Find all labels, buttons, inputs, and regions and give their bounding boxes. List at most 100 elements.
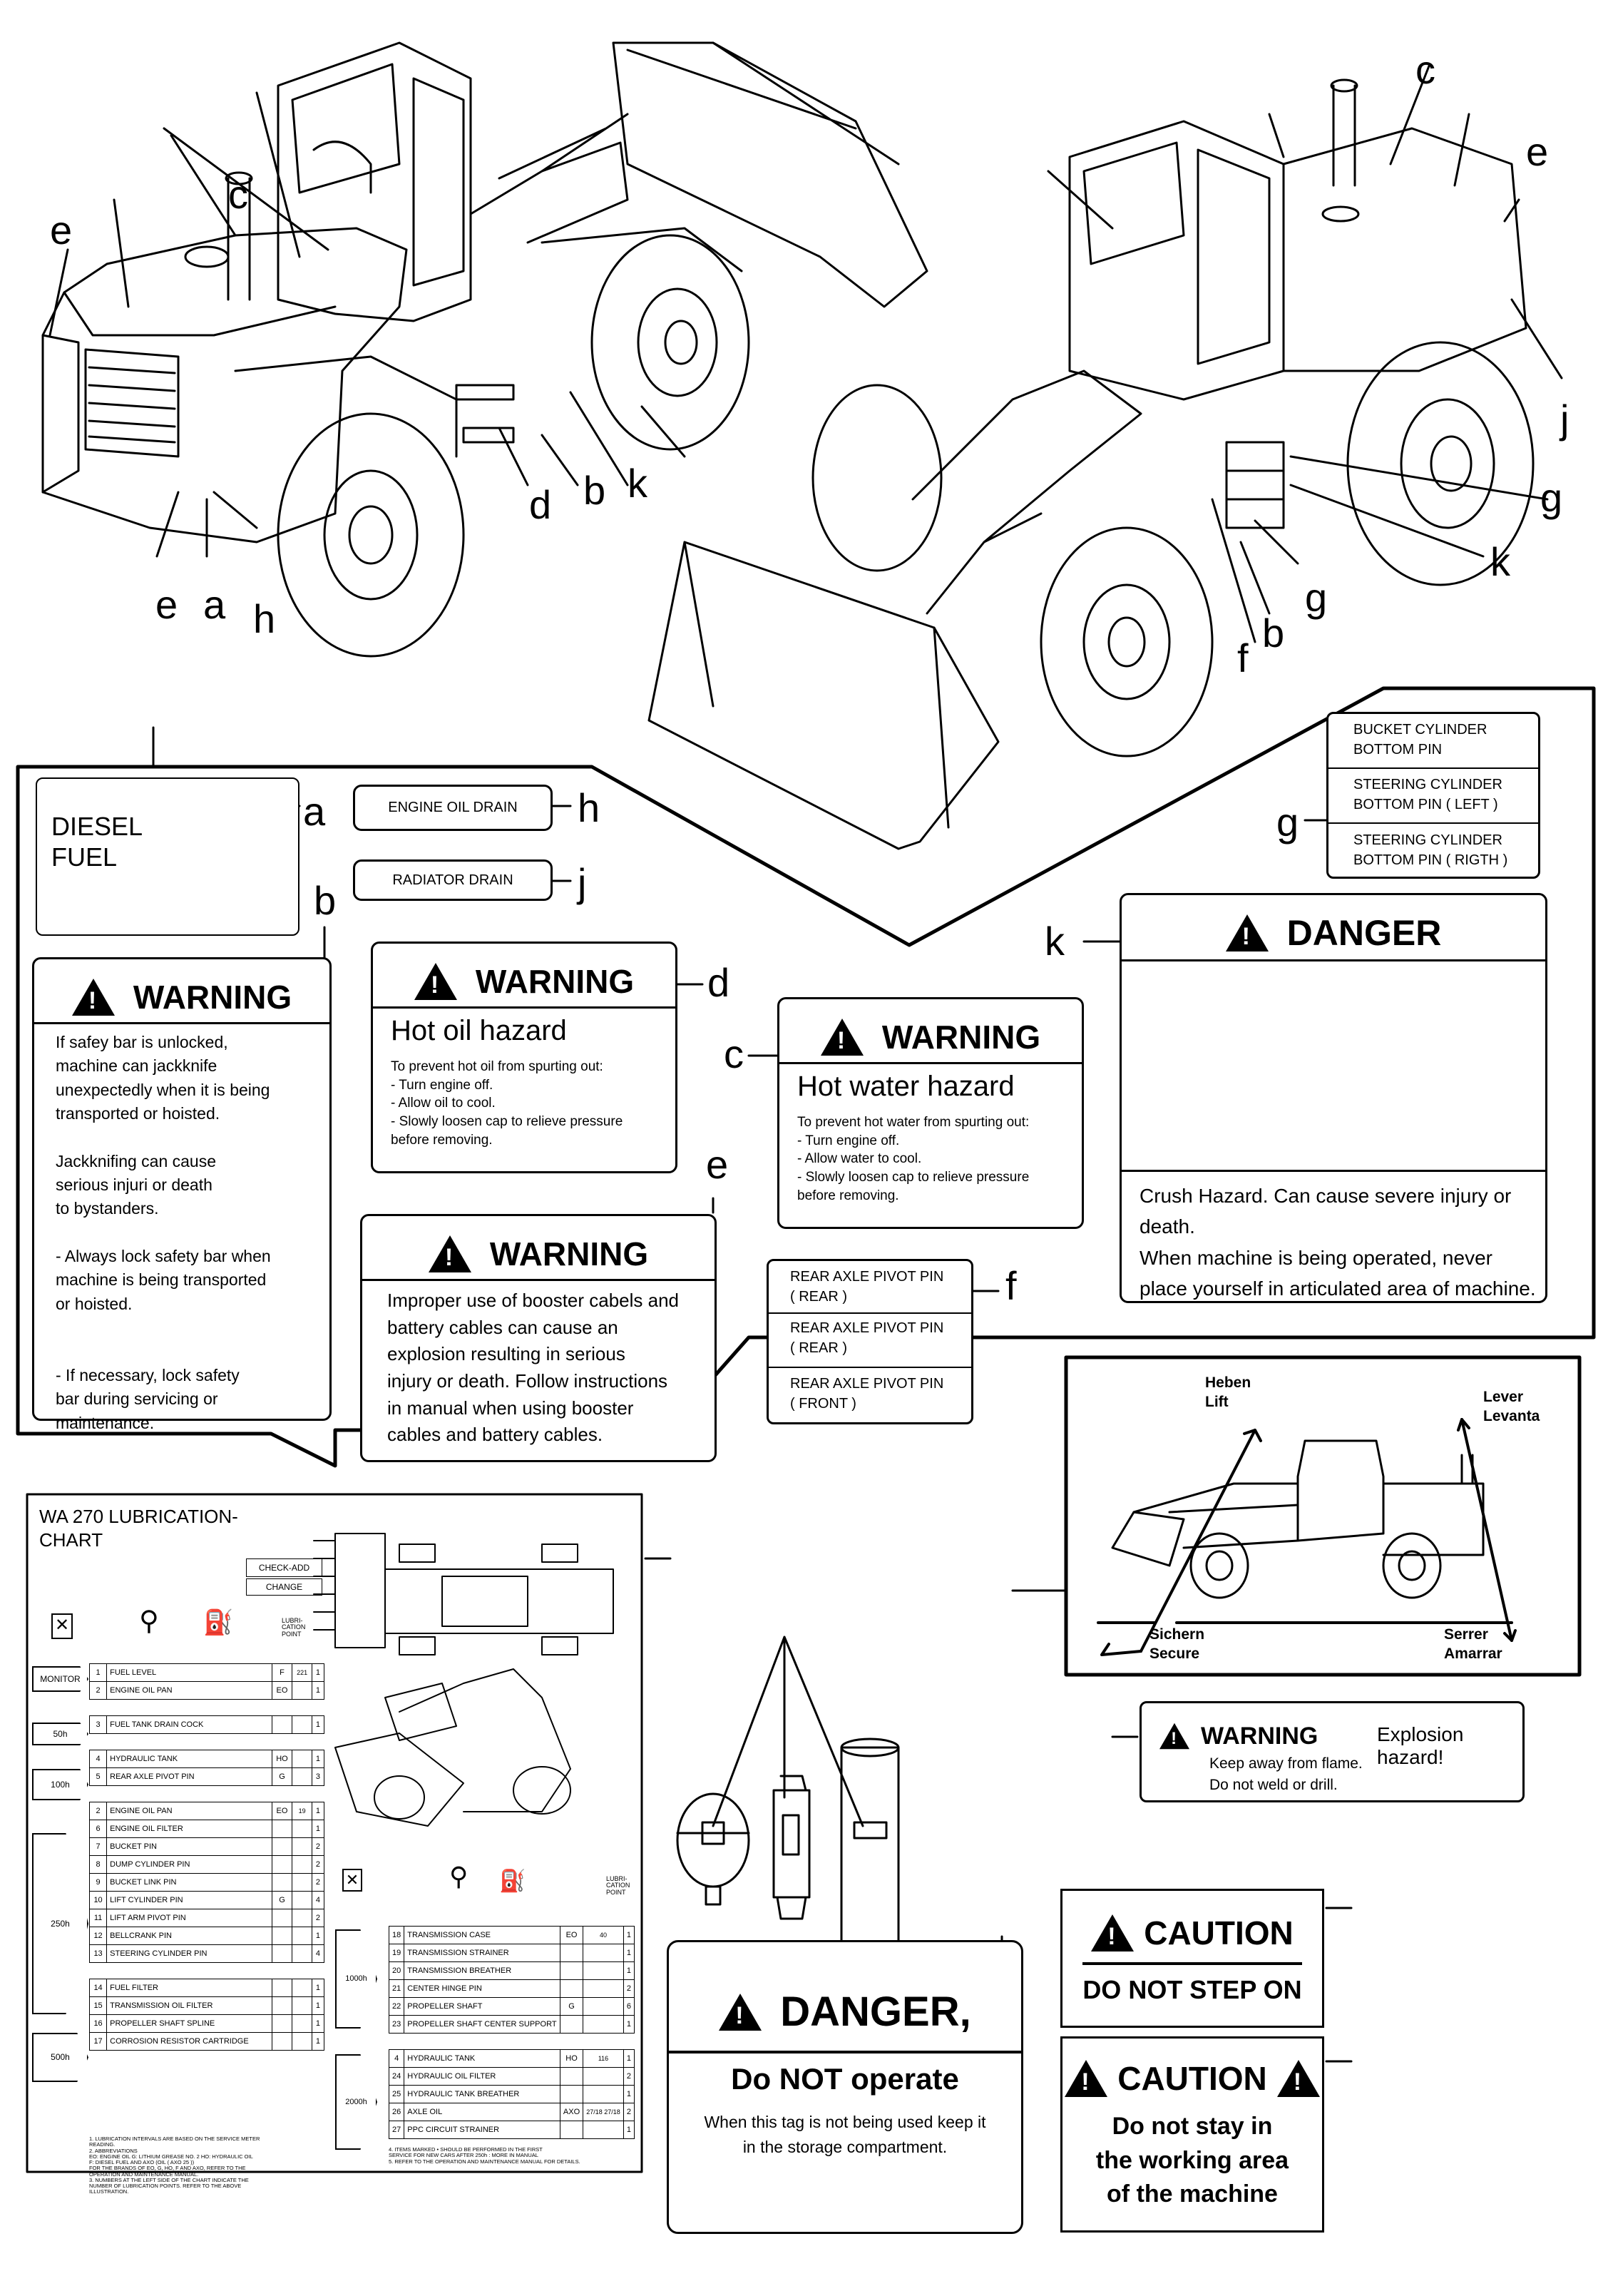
callout-b: b: [1262, 611, 1285, 655]
item-name: ENGINE OIL FILTER: [106, 1820, 272, 1838]
item-number: 19: [388, 1944, 405, 1962]
callout-a: a: [303, 789, 326, 834]
points: 6: [623, 1997, 635, 2016]
interval-500h: 500h: [32, 2033, 88, 2082]
callout-b: b: [583, 468, 606, 513]
item-number: 27: [388, 2121, 405, 2139]
points: 1: [311, 1681, 325, 1700]
item-number: 17: [88, 2032, 108, 2051]
item-name: PROPELLER SHAFT SPLINE: [106, 2014, 272, 2033]
callout-b: b: [314, 878, 337, 923]
item-name: REAR AXLE PIVOT PIN: [106, 1767, 272, 1786]
item-name: BELLCRANK PIN: [106, 1927, 272, 1945]
grease-gun-icon: ⚲: [449, 1862, 468, 1891]
callout-e: e: [706, 1142, 729, 1187]
lubrication-notes-left: 1. LUBRICATION INTERVALS ARE BASED ON TH…: [89, 2136, 260, 2195]
lubricant: [271, 1996, 293, 2015]
points: 4: [311, 1891, 325, 1909]
item-name: DUMP CYLINDER PIN: [106, 1855, 272, 1874]
item-name: HYDRAULIC OIL FILTER: [404, 2067, 560, 2086]
item-name: HYDRAULIC TANK: [404, 2049, 560, 2068]
item-name: TRANSMISSION OIL FILTER: [106, 1996, 272, 2015]
item-name: PROPELLER SHAFT CENTER SUPPORT: [404, 2015, 560, 2034]
item-number: 22: [388, 1997, 405, 2016]
points: 2: [311, 1873, 325, 1892]
warning-icon: [719, 1993, 762, 2031]
item-number: 24: [388, 2067, 405, 2086]
item-number: 21: [388, 1979, 405, 1998]
levanta-text: Levanta: [1483, 1408, 1540, 1425]
danger-title: DANGER,: [780, 1989, 971, 2035]
filter-drawings: [676, 1636, 900, 1963]
item-number: 26: [388, 2103, 405, 2121]
item-number: 20: [388, 1961, 405, 1980]
points: 1: [311, 1715, 325, 1734]
item-number: 4: [388, 2049, 405, 2068]
explosion-warning-title: WARNING: [1201, 1722, 1318, 1750]
item-number: 2: [88, 1802, 108, 1820]
callout-e: e: [50, 208, 73, 252]
danger-header: DANGER: [1122, 906, 1545, 961]
lift-decal-machine: [1097, 1418, 1517, 1656]
callout-h: h: [578, 785, 600, 830]
warning-icon: [414, 963, 457, 1000]
callout-e: e: [1526, 129, 1549, 174]
callout-g: g: [1276, 800, 1299, 845]
lubricant: [559, 2121, 584, 2139]
callout-k: k: [1045, 919, 1065, 964]
warning-icon: [428, 1235, 471, 1272]
capacity: [292, 1715, 312, 1734]
lubricant: [271, 1927, 293, 1945]
radiator-drain-label: RADIATOR DRAIN: [392, 872, 513, 888]
do-not-operate-text: Do NOT operate: [731, 2062, 959, 2096]
box-x-icon: ✕: [51, 1613, 73, 1639]
lubricant: [559, 2085, 584, 2103]
lubricant: EO: [559, 1926, 584, 1944]
lubricant: [271, 1715, 293, 1734]
item-number: 6: [88, 1820, 108, 1838]
warning-icon: [1091, 1914, 1135, 1951]
item-name: BUCKET LINK PIN: [106, 1873, 272, 1892]
steering-cylinder-right-label: STEERING CYLINDER BOTTOM PIN ( RIGTH ): [1353, 832, 1508, 868]
item-name: HYDRAULIC TANK BREATHER: [404, 2085, 560, 2103]
points: 2: [623, 1979, 635, 1998]
table-spacer: [90, 1700, 324, 1716]
lubricant: [559, 1979, 584, 1998]
explosion-hazard-label: Explosion hazard!: [1377, 1723, 1464, 1768]
decal-warning-hot-water: WARNING Hot water hazard To prevent hot …: [777, 997, 1084, 1229]
item-name: PROPELLER SHAFT: [404, 1997, 560, 2016]
warning-title: WARNING: [133, 979, 292, 1016]
warning-header: WARNING: [34, 972, 329, 1024]
warning-header: WARNING: [373, 956, 675, 1009]
item-number: 8: [88, 1855, 108, 1874]
hot-water-text: To prevent hot water from spurting out: …: [797, 1115, 1030, 1203]
danger-title: DANGER: [1286, 912, 1442, 953]
diesel-fuel-label: DIESEL FUEL: [51, 812, 143, 872]
lubricant: AXO: [559, 2103, 584, 2121]
item-name: FUEL FILTER: [106, 1979, 272, 1997]
lever-text: Lever: [1483, 1389, 1524, 1405]
item-number: 2: [88, 1681, 108, 1700]
lever-label: Lever Levanta: [1483, 1387, 1540, 1427]
points: 1: [311, 2014, 325, 2033]
callout-g: g: [1305, 575, 1328, 620]
callout-k: k: [1490, 539, 1510, 584]
storage-instructions: When this tag is not being used keep it …: [704, 2113, 986, 2156]
points: 2: [311, 1909, 325, 1927]
lift-text: Lift: [1205, 1394, 1229, 1411]
lubricant: EO: [271, 1802, 293, 1820]
capacity: [292, 1979, 312, 1997]
capacity: 40: [583, 1926, 624, 1944]
danger-header: DANGER,: [669, 1985, 1021, 2039]
decal-engine-oil-drain: ENGINE OIL DRAIN: [353, 785, 553, 831]
warning-icon: [820, 1019, 864, 1056]
decal-danger-do-not-operate: DANGER, Do NOT operate When this tag is …: [667, 1940, 1023, 2234]
